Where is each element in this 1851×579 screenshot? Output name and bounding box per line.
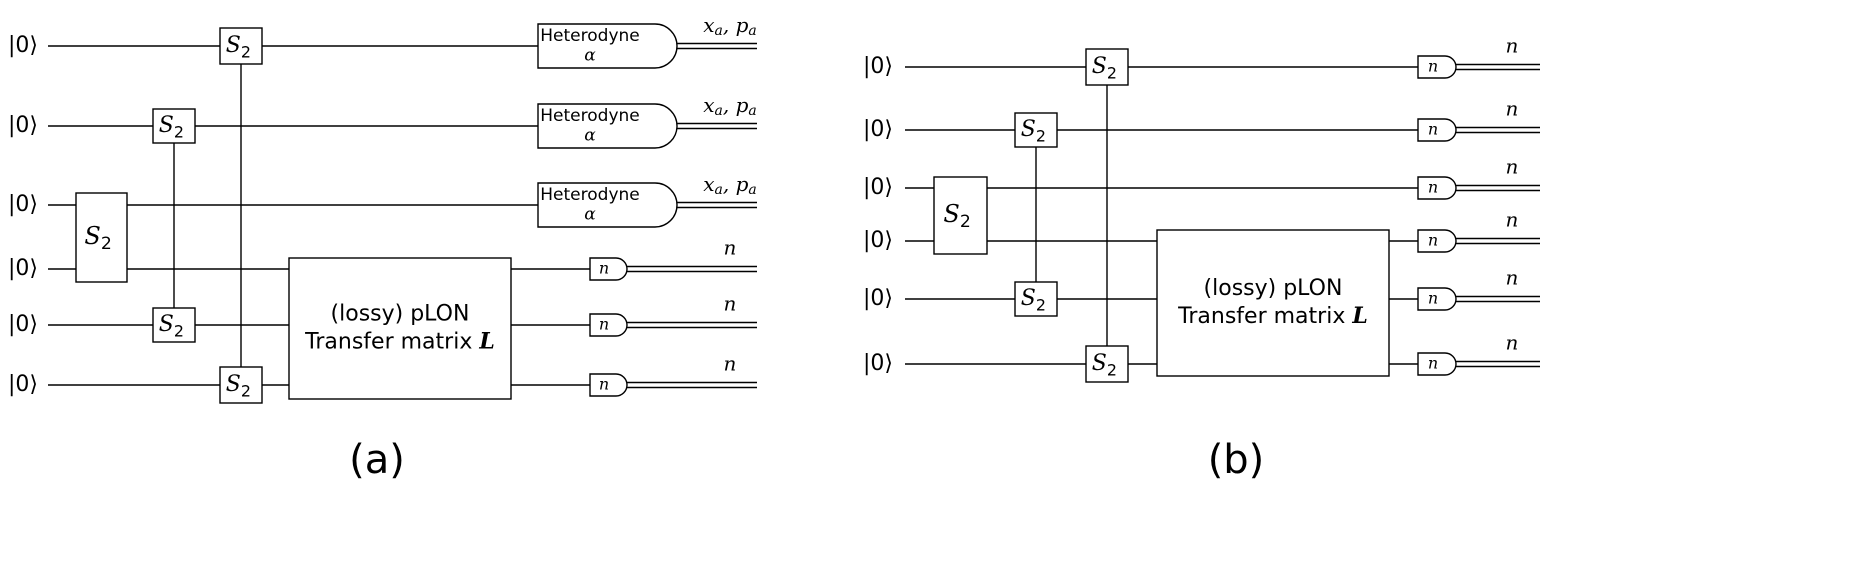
counter-outcome-label: n [1506,155,1519,179]
heterodyne-outcome-label: xa, pa [703,172,757,199]
classical-output [677,201,757,209]
squeezer-label: S2 [226,33,251,61]
plon-title: (lossy) pLON [1204,276,1343,301]
squeezer-label: S2 [1092,54,1117,82]
squeezer-label: S2 [159,113,184,141]
heterodyne-alpha: α [584,46,596,66]
squeezer-box [152,108,196,144]
squeezer-box [1014,281,1058,317]
classical-output [677,42,757,50]
plon-subtitle: Transfer matrix L [304,329,495,355]
counter-outcome-label: n [724,292,737,316]
plon-box [288,257,512,400]
heterodyne-outcome-label: xa, pa [703,13,757,40]
input-state-ket: |0⟩ [8,256,38,281]
photon-counter [1417,229,1457,253]
counter-label: n [1428,178,1438,197]
input-state-ket: |0⟩ [8,33,38,58]
squeezer-label: S2 [1092,351,1117,379]
heterodyne-title: Heterodyne [540,26,639,46]
counter-label: n [1428,289,1438,308]
heterodyne-alpha: α [584,126,596,146]
input-state-ket: |0⟩ [8,113,38,138]
panel-caption: (a) [349,437,405,483]
counter-label: n [599,375,609,394]
squeezer-box [219,27,263,65]
plon-box [1156,229,1390,377]
classical-output [1456,237,1540,245]
input-state-ket: |0⟩ [863,286,893,311]
counter-outcome-label: n [1506,34,1519,58]
counter-outcome-label: n [1506,208,1519,232]
classical-output [1456,184,1540,192]
classical-output [677,122,757,130]
squeezer-label: S2 [1021,117,1046,145]
counter-label: n [1428,354,1438,373]
photon-counter [1417,287,1457,311]
squeezer-box [1085,48,1129,86]
heterodyne-title: Heterodyne [540,185,639,205]
input-state-ket: |0⟩ [8,192,38,217]
photon-counter [1417,55,1457,79]
plon-title: (lossy) pLON [331,302,470,327]
squeezer-label: S2 [1021,286,1046,314]
heterodyne-detector [537,182,678,228]
squeezer-box [1085,345,1129,383]
counter-outcome-label: n [1506,266,1519,290]
photon-counter [589,257,628,281]
input-state-ket: |0⟩ [863,351,893,376]
input-state-ket: |0⟩ [863,117,893,142]
heterodyne-alpha: α [584,205,596,225]
plon-subtitle: Transfer matrix L [1177,303,1368,329]
panel-caption: (b) [1208,437,1265,483]
squeezer-label: S2 [159,312,184,340]
photon-counter [1417,352,1457,376]
classical-output [1456,126,1540,134]
heterodyne-detector [537,103,678,149]
squeezer-label: S2 [943,200,970,233]
squeezer-box [152,307,196,343]
input-state-ket: |0⟩ [863,175,893,200]
photon-counter [1417,118,1457,142]
photon-counter [1417,176,1457,200]
counter-outcome-label: n [724,236,737,260]
photon-counter [589,313,628,337]
counter-label: n [1428,231,1438,250]
photon-counter [589,373,628,397]
counter-label: n [1428,120,1438,139]
counter-outcome-label: n [1506,331,1519,355]
squeezer-label: S2 [226,372,251,400]
classical-output [627,321,757,329]
counter-label: n [1428,57,1438,76]
classical-output [1456,63,1540,71]
classical-output [1456,295,1540,303]
input-state-ket: |0⟩ [8,372,38,397]
input-state-ket: |0⟩ [8,312,38,337]
squeezer-box [933,176,988,255]
counter-label: n [599,315,609,334]
squeezer-box [75,192,128,283]
heterodyne-title: Heterodyne [540,106,639,126]
squeezer-label: S2 [84,222,111,255]
classical-output [627,265,757,273]
classical-output [627,381,757,389]
squeezer-box [219,366,263,404]
heterodyne-outcome-label: xa, pa [703,93,757,120]
counter-outcome-label: n [724,352,737,376]
input-state-ket: |0⟩ [863,54,893,79]
counter-label: n [599,259,609,278]
classical-output [1456,360,1540,368]
squeezer-box [1014,112,1058,148]
input-state-ket: |0⟩ [863,228,893,253]
heterodyne-detector [537,23,678,69]
counter-outcome-label: n [1506,97,1519,121]
